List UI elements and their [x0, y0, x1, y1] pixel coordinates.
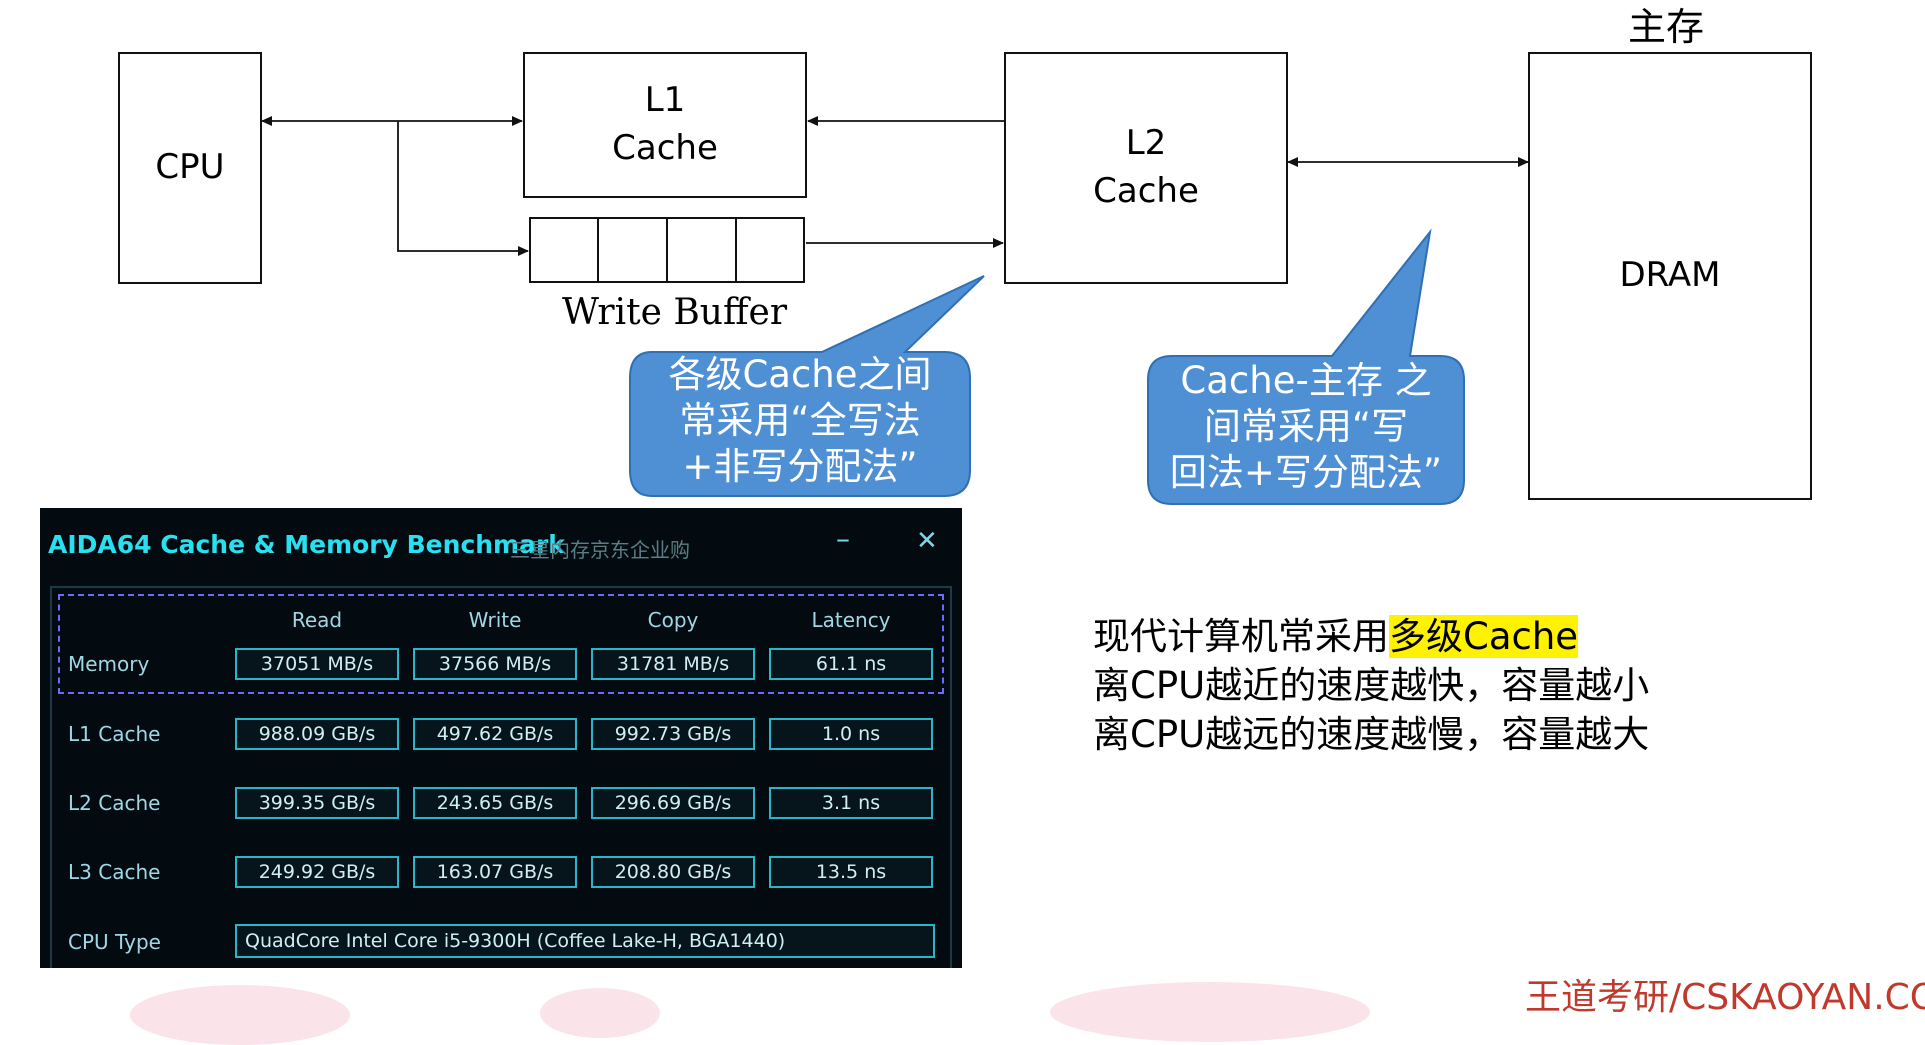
notes-text: 现代计算机常采用多级Cache 离CPU越近的速度越快，容量越小 离CPU越远的…: [1093, 612, 1649, 759]
memory-copy-value: 31781 MB/s: [591, 648, 755, 680]
callout-right-bubble: [1147, 228, 1465, 505]
cpu-writebuffer-arrow: [397, 121, 529, 256]
aida-title: AIDA64 Cache & Memory Benchmark: [48, 530, 565, 559]
l2-label-line1: L2: [1125, 123, 1167, 164]
row-label-l3-cache: L3 Cache: [68, 860, 161, 884]
notes-line3: 离CPU越远的速度越慢，容量越大: [1093, 713, 1650, 756]
l2-copy-value: 296.69 GB/s: [591, 787, 755, 819]
cpu-box: CPU: [118, 52, 262, 284]
column-header-write: Write: [468, 608, 522, 632]
write-buffer-label: Write Buffer: [562, 292, 788, 333]
aida-titlebar: AIDA64 Cache & Memory Benchmark 三星内存京东企业…: [40, 508, 962, 576]
memory-latency-value: 61.1 ns: [769, 648, 933, 680]
notes-highlight-multilevel-cache: 多级Cache: [1389, 615, 1579, 658]
cpu-label: CPU: [155, 147, 225, 188]
callout-right-line1: Cache-主存 之: [1180, 359, 1432, 402]
row-label-cpu-type: CPU Type: [68, 930, 161, 954]
aida-results-frame: [50, 586, 952, 968]
callout-right-line2: 间常采用“写: [1203, 405, 1409, 448]
callout-left-line3: +非写分配法”: [682, 445, 918, 488]
l1-read-value: 988.09 GB/s: [235, 718, 399, 750]
l2-label-line2: Cache: [1093, 171, 1199, 211]
l2-cache-box: L2 Cache: [1004, 52, 1288, 284]
minimize-button[interactable]: –: [836, 522, 850, 555]
l3-latency-value: 13.5 ns: [769, 856, 933, 888]
close-button[interactable]: ✕: [916, 526, 938, 556]
l1-cache-box: L1 Cache: [523, 52, 807, 198]
l3-read-value: 249.92 GB/s: [235, 856, 399, 888]
column-header-copy: Copy: [647, 608, 699, 632]
dram-label: DRAM: [1619, 255, 1721, 296]
l1-copy-value: 992.73 GB/s: [591, 718, 755, 750]
l1-latency-value: 1.0 ns: [769, 718, 933, 750]
callout-left-line1: 各级Cache之间: [668, 353, 932, 396]
memory-row-highlight: [58, 594, 944, 694]
l2-read-value: 399.35 GB/s: [235, 787, 399, 819]
column-header-read: Read: [291, 608, 343, 632]
callout-right-text: Cache-主存 之 间常采用“写 回法+写分配法”: [1148, 358, 1464, 496]
callout-left-text: 各级Cache之间 常采用“全写法 +非写分配法”: [632, 352, 968, 490]
l2-latency-value: 3.1 ns: [769, 787, 933, 819]
l3-copy-value: 208.80 GB/s: [591, 856, 755, 888]
cache-hierarchy-diagram: [261, 116, 1529, 505]
callout-left-line2: 常采用“全写法: [679, 399, 921, 442]
aida-subtitle: 三星内存京东企业购: [510, 538, 690, 562]
l1-write-value: 497.62 GB/s: [413, 718, 577, 750]
l3-write-value: 163.07 GB/s: [413, 856, 577, 888]
write-buffer: [529, 217, 805, 283]
memory-write-value: 37566 MB/s: [413, 648, 577, 680]
row-label-memory: Memory: [68, 652, 150, 676]
notes-line2: 离CPU越近的速度越快，容量越小: [1093, 664, 1650, 707]
l2-write-value: 243.65 GB/s: [413, 787, 577, 819]
dram-box: DRAM: [1528, 52, 1812, 500]
main-memory-label: 主存: [1628, 5, 1705, 49]
row-label-l1-cache: L1 Cache: [68, 722, 161, 746]
aida64-benchmark-window: AIDA64 Cache & Memory Benchmark 三星内存京东企业…: [40, 508, 962, 968]
notes-line1-prefix: 现代计算机常采用: [1093, 615, 1389, 658]
l1-label-line2: Cache: [612, 128, 718, 168]
callout-left-bubble: [629, 275, 985, 497]
callout-right-line3: 回法+写分配法”: [1169, 451, 1443, 494]
notes-line1: 现代计算机常采用多级Cache: [1093, 612, 1649, 661]
watermark: 王道考研/CSKAOYAN.COM: [1525, 977, 1925, 1018]
l1-label-line1: L1: [644, 80, 686, 121]
cpu-type-value: QuadCore Intel Core i5-9300H (Coffee Lak…: [235, 924, 935, 958]
row-label-l2-cache: L2 Cache: [68, 791, 161, 815]
memory-read-value: 37051 MB/s: [235, 648, 399, 680]
column-header-latency: Latency: [811, 608, 891, 632]
